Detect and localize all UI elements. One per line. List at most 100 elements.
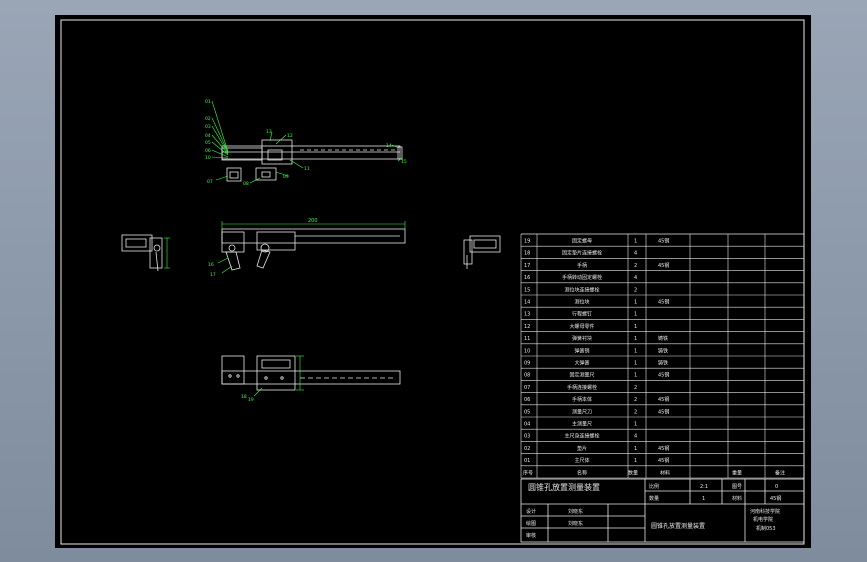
callout-10: 10 <box>205 155 211 161</box>
bom-row-material: 45钢 <box>658 238 669 245</box>
callout-08: 08 <box>243 181 249 187</box>
bom-row-no: 02 <box>524 446 530 452</box>
bom-row-qty: 1 <box>634 446 637 452</box>
bom-row-qty: 1 <box>634 300 637 306</box>
callout-03: 03 <box>205 124 211 130</box>
callout-06: 06 <box>205 148 211 154</box>
front-view-dimension <box>217 221 406 274</box>
callout-18: 18 <box>241 394 247 400</box>
bom-row-no: 15 <box>524 287 530 293</box>
bom-row-qty: 4 <box>634 434 637 440</box>
bom-row-material: 45钢 <box>658 299 669 306</box>
bom-row-qty: 1 <box>634 312 637 318</box>
callout-07: 07 <box>207 179 213 185</box>
callout-16: 16 <box>208 262 214 268</box>
bom-row-material: 45钢 <box>658 457 669 464</box>
bom-row-qty: 1 <box>634 422 637 428</box>
title-block <box>520 478 805 543</box>
drawing-frame <box>60 19 805 545</box>
bom-row-no: 13 <box>524 312 530 318</box>
bom-header-weight: 重量 <box>732 469 742 476</box>
check-label: 审核 <box>526 532 536 539</box>
bom-row-name: 手柄转动固定螺栓 <box>562 274 602 281</box>
bom-row-material: 45钢 <box>658 372 669 379</box>
sheet-value: 0 <box>775 484 778 490</box>
class-line: 机制053 <box>756 525 776 532</box>
bom-row-name: 弹簧衬块 <box>572 335 592 342</box>
bom-row-name: 主测量尺 <box>572 421 592 428</box>
callout-02: 02 <box>205 116 211 122</box>
bom-row-qty: 1 <box>634 373 637 379</box>
bom-row-qty: 1 <box>634 458 637 464</box>
bom-row-qty: 4 <box>634 251 637 257</box>
bom-row-no: 19 <box>524 239 530 245</box>
callout-13: 13 <box>266 129 272 135</box>
bom-row-name: 主尺身连接螺栓 <box>564 433 599 440</box>
bom-row-name: 固定垫片连接螺栓 <box>562 250 602 257</box>
bom-row-name: 测位块 <box>574 299 589 306</box>
bom-row-material: 铸铁 <box>658 335 668 342</box>
bom-row-qty: 1 <box>634 239 637 245</box>
dimension-200: 200 <box>308 218 318 224</box>
design-label: 设计 <box>526 508 536 515</box>
bom-row-qty: 1 <box>634 336 637 342</box>
bom-row-no: 11 <box>524 336 530 342</box>
bom-row-qty: 1 <box>634 348 637 354</box>
top-view <box>221 139 403 182</box>
bom-row-no: 12 <box>524 324 530 330</box>
callout-14: 14 <box>386 143 392 149</box>
bottom-view-dimension <box>253 355 304 397</box>
bom-row-name: 行程螺钉 <box>572 311 592 318</box>
bom-row-qty: 1 <box>634 324 637 330</box>
count-label: 数量 <box>649 495 659 502</box>
bom-row-qty: 4 <box>634 275 637 281</box>
callout-04: 04 <box>205 133 211 139</box>
count-value: 1 <box>702 496 705 502</box>
top-view-leaders <box>211 100 403 184</box>
bom-header-name: 名称 <box>577 469 587 476</box>
bom-row-qty: 2 <box>634 263 637 269</box>
callout-01: 01 <box>205 99 211 105</box>
bom-row-material: 铸铁 <box>658 347 668 354</box>
bom-row-material: 45钢 <box>658 396 669 403</box>
bom-row-no: 14 <box>524 300 530 306</box>
bom-header-qty: 数量 <box>628 469 638 476</box>
scale-value: 2:1 <box>700 484 708 490</box>
bom-row-name: 手柄 <box>577 262 587 269</box>
bom-row-name: 固定测量尺 <box>569 372 594 379</box>
bom-row-material: 45钢 <box>658 262 669 269</box>
bom-row-qty: 2 <box>634 397 637 403</box>
bom-row-qty: 2 <box>634 385 637 391</box>
bom-row-name: 大弹簧 <box>574 360 589 367</box>
draw-label: 绘图 <box>526 520 536 527</box>
bom-row-no: 08 <box>524 373 530 379</box>
bom-row-material: 铸铁 <box>658 360 668 367</box>
left-side-dimension <box>164 237 170 269</box>
draw-name: 刘晓东 <box>568 520 583 527</box>
bom-row-name: 测量尺刀 <box>572 408 592 415</box>
bom-row-qty: 2 <box>634 409 637 415</box>
school-line2: 机电学院 <box>753 516 773 523</box>
callout-05: 05 <box>205 140 211 146</box>
bom-row-material: 45钢 <box>658 445 669 452</box>
material-value: 45钢 <box>770 495 781 502</box>
bom-header-material: 材料 <box>660 469 670 476</box>
bom-row-name: 弹簧销 <box>574 347 589 354</box>
bom-row-no: 09 <box>524 361 530 367</box>
callout-09: 09 <box>283 174 289 180</box>
bom-header-no: 序号 <box>523 469 533 476</box>
bom-row-qty: 1 <box>634 361 637 367</box>
bom-row-no: 16 <box>524 275 530 281</box>
title-block-title: 圆锥孔放置测量装置 <box>528 482 600 492</box>
callout-15: 15 <box>401 159 407 165</box>
bottom-view <box>221 355 401 391</box>
bom-row-no: 04 <box>524 422 530 428</box>
drawing-name: 圆锥孔放置测量装置 <box>651 522 705 530</box>
bom-row-qty: 2 <box>634 287 637 293</box>
bom-row-no: 10 <box>524 348 530 354</box>
bom-row-material: 45钢 <box>658 408 669 415</box>
right-side-view <box>463 235 501 269</box>
callout-11: 11 <box>304 166 310 172</box>
bom-row-no: 07 <box>524 385 530 391</box>
